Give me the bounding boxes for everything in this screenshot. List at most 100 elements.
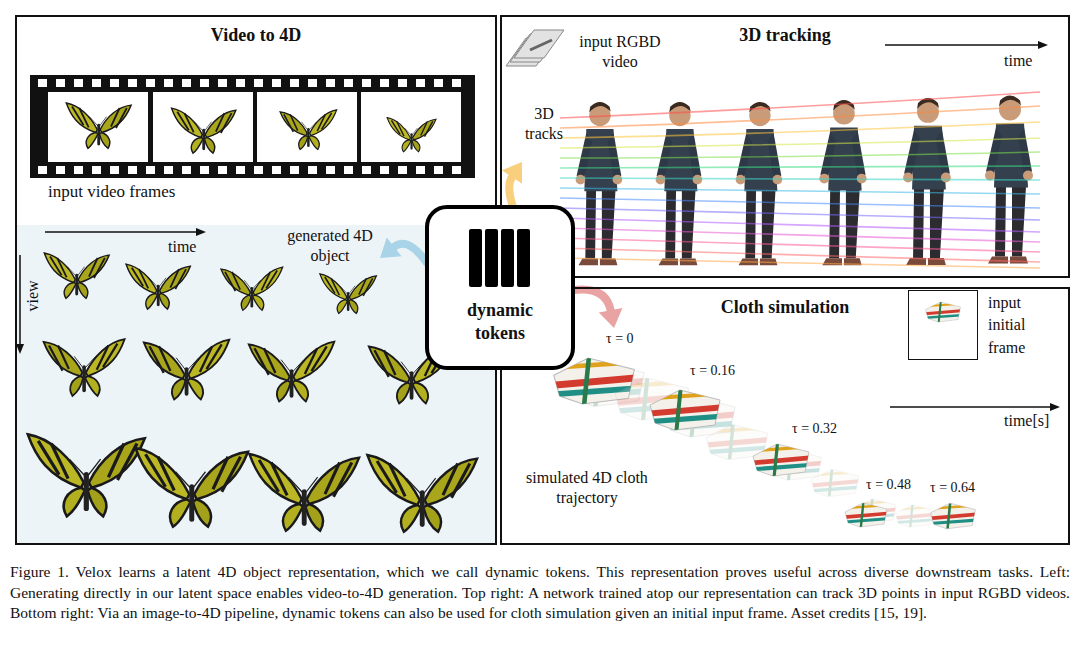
time-arrow <box>890 406 1052 408</box>
axis-label: view <box>23 276 43 316</box>
film-strip <box>254 79 263 87</box>
film-strip <box>236 166 245 174</box>
butterfly-grid <box>44 339 125 396</box>
film-strip <box>290 166 299 174</box>
film-strip <box>236 79 245 87</box>
film-strip <box>452 79 461 87</box>
film-strip <box>30 75 475 178</box>
track-lines <box>560 166 1040 168</box>
track-lines <box>560 92 1040 118</box>
film-strip <box>200 79 209 87</box>
annotation: τ = 0.16 <box>690 362 760 380</box>
track-lines <box>560 152 1040 158</box>
butterfly-grid <box>44 339 125 396</box>
film-strip <box>416 166 425 174</box>
film-strip <box>218 79 227 87</box>
butterfly-grid <box>144 340 230 400</box>
arrow-head <box>599 308 623 328</box>
film-strip <box>452 166 461 174</box>
butterfly-grid <box>249 342 334 402</box>
film-strip <box>38 166 47 174</box>
film-strip <box>290 79 299 87</box>
film-strip <box>146 79 155 87</box>
film-strip <box>164 166 173 174</box>
film-strip <box>280 110 337 150</box>
annotation: time <box>168 237 212 257</box>
time-arrow <box>885 44 1040 46</box>
annotation: time <box>1004 51 1052 71</box>
rgbd-icon <box>530 40 552 50</box>
film-strip <box>48 92 148 162</box>
film-strip <box>380 79 389 87</box>
film-strip <box>361 92 461 162</box>
film-strip <box>308 79 317 87</box>
time-arrow <box>890 403 1060 411</box>
film-strip <box>254 166 263 174</box>
annotation: input video frames <box>48 181 218 202</box>
film-strip <box>362 79 371 87</box>
cloth-trajectory <box>927 500 978 532</box>
axis-arrow <box>19 255 21 346</box>
cloth-trajectory <box>645 385 725 435</box>
film-strip <box>92 166 101 174</box>
film-strip <box>416 79 425 87</box>
film-strip <box>280 110 337 150</box>
input-frame: input initial frame <box>908 290 1063 369</box>
film-strip <box>326 79 335 87</box>
butterfly-grid <box>44 253 109 298</box>
frame-cloth <box>923 300 963 325</box>
panel: 3D tracking <box>500 15 1070 278</box>
track-lines <box>560 178 1040 180</box>
film-strip <box>56 79 65 87</box>
butterfly-grid <box>28 253 477 532</box>
arrow-head <box>502 162 522 184</box>
film-strip <box>74 166 83 174</box>
film-strip <box>398 166 407 174</box>
annotation: simulated 4D cloth trajectory <box>512 468 662 508</box>
film-strip <box>257 92 357 162</box>
film-strip <box>92 79 101 87</box>
panel: Cloth simulationinput initial frame <box>500 287 1070 545</box>
flow-arrow <box>502 162 522 207</box>
film-strip <box>56 166 65 174</box>
token-box: dynamic tokens <box>425 205 575 370</box>
film-strip <box>434 166 443 174</box>
frame-square <box>908 290 978 360</box>
film-strip <box>153 92 253 162</box>
film-strip <box>398 79 407 87</box>
annotation: τ = 0 <box>606 330 666 348</box>
panel-title: Video to 4D <box>17 25 495 47</box>
film-strip <box>128 79 137 87</box>
film-strip <box>182 166 191 174</box>
film-strip <box>218 166 227 174</box>
film-strip <box>38 79 47 87</box>
annotation: generated 4D object <box>285 226 375 266</box>
film-strip <box>30 75 475 178</box>
frame-label: input initial frame <box>988 292 1058 359</box>
time-arrow <box>1038 41 1048 49</box>
butterfly-grid <box>126 264 190 309</box>
figure-caption: Figure 1. Velox learns a latent 4D objec… <box>10 562 1070 624</box>
cloth-trajectory <box>893 502 938 530</box>
film-strip <box>326 166 335 174</box>
butterfly-grid <box>320 274 377 314</box>
film-strip <box>272 79 281 87</box>
token-bar <box>517 229 530 287</box>
film-strip <box>387 118 436 152</box>
panel-ground <box>15 225 495 545</box>
annotation: τ = 0.64 <box>930 479 1000 497</box>
film-strip <box>66 103 131 148</box>
axis-arrow <box>16 344 24 354</box>
film-strip <box>164 79 173 87</box>
people <box>736 102 783 265</box>
butterfly-grid <box>367 455 477 532</box>
butterfly-grid <box>221 267 283 310</box>
film-strip <box>182 79 191 87</box>
annotation: input RGBD video <box>572 32 668 72</box>
cloth-trajectory <box>842 500 890 530</box>
flow-arrow-line <box>573 289 611 310</box>
film-strip <box>128 166 137 174</box>
flow-arrow-line <box>509 177 513 207</box>
flow-arrow <box>380 237 427 263</box>
annotation: time[s] <box>1004 411 1064 431</box>
